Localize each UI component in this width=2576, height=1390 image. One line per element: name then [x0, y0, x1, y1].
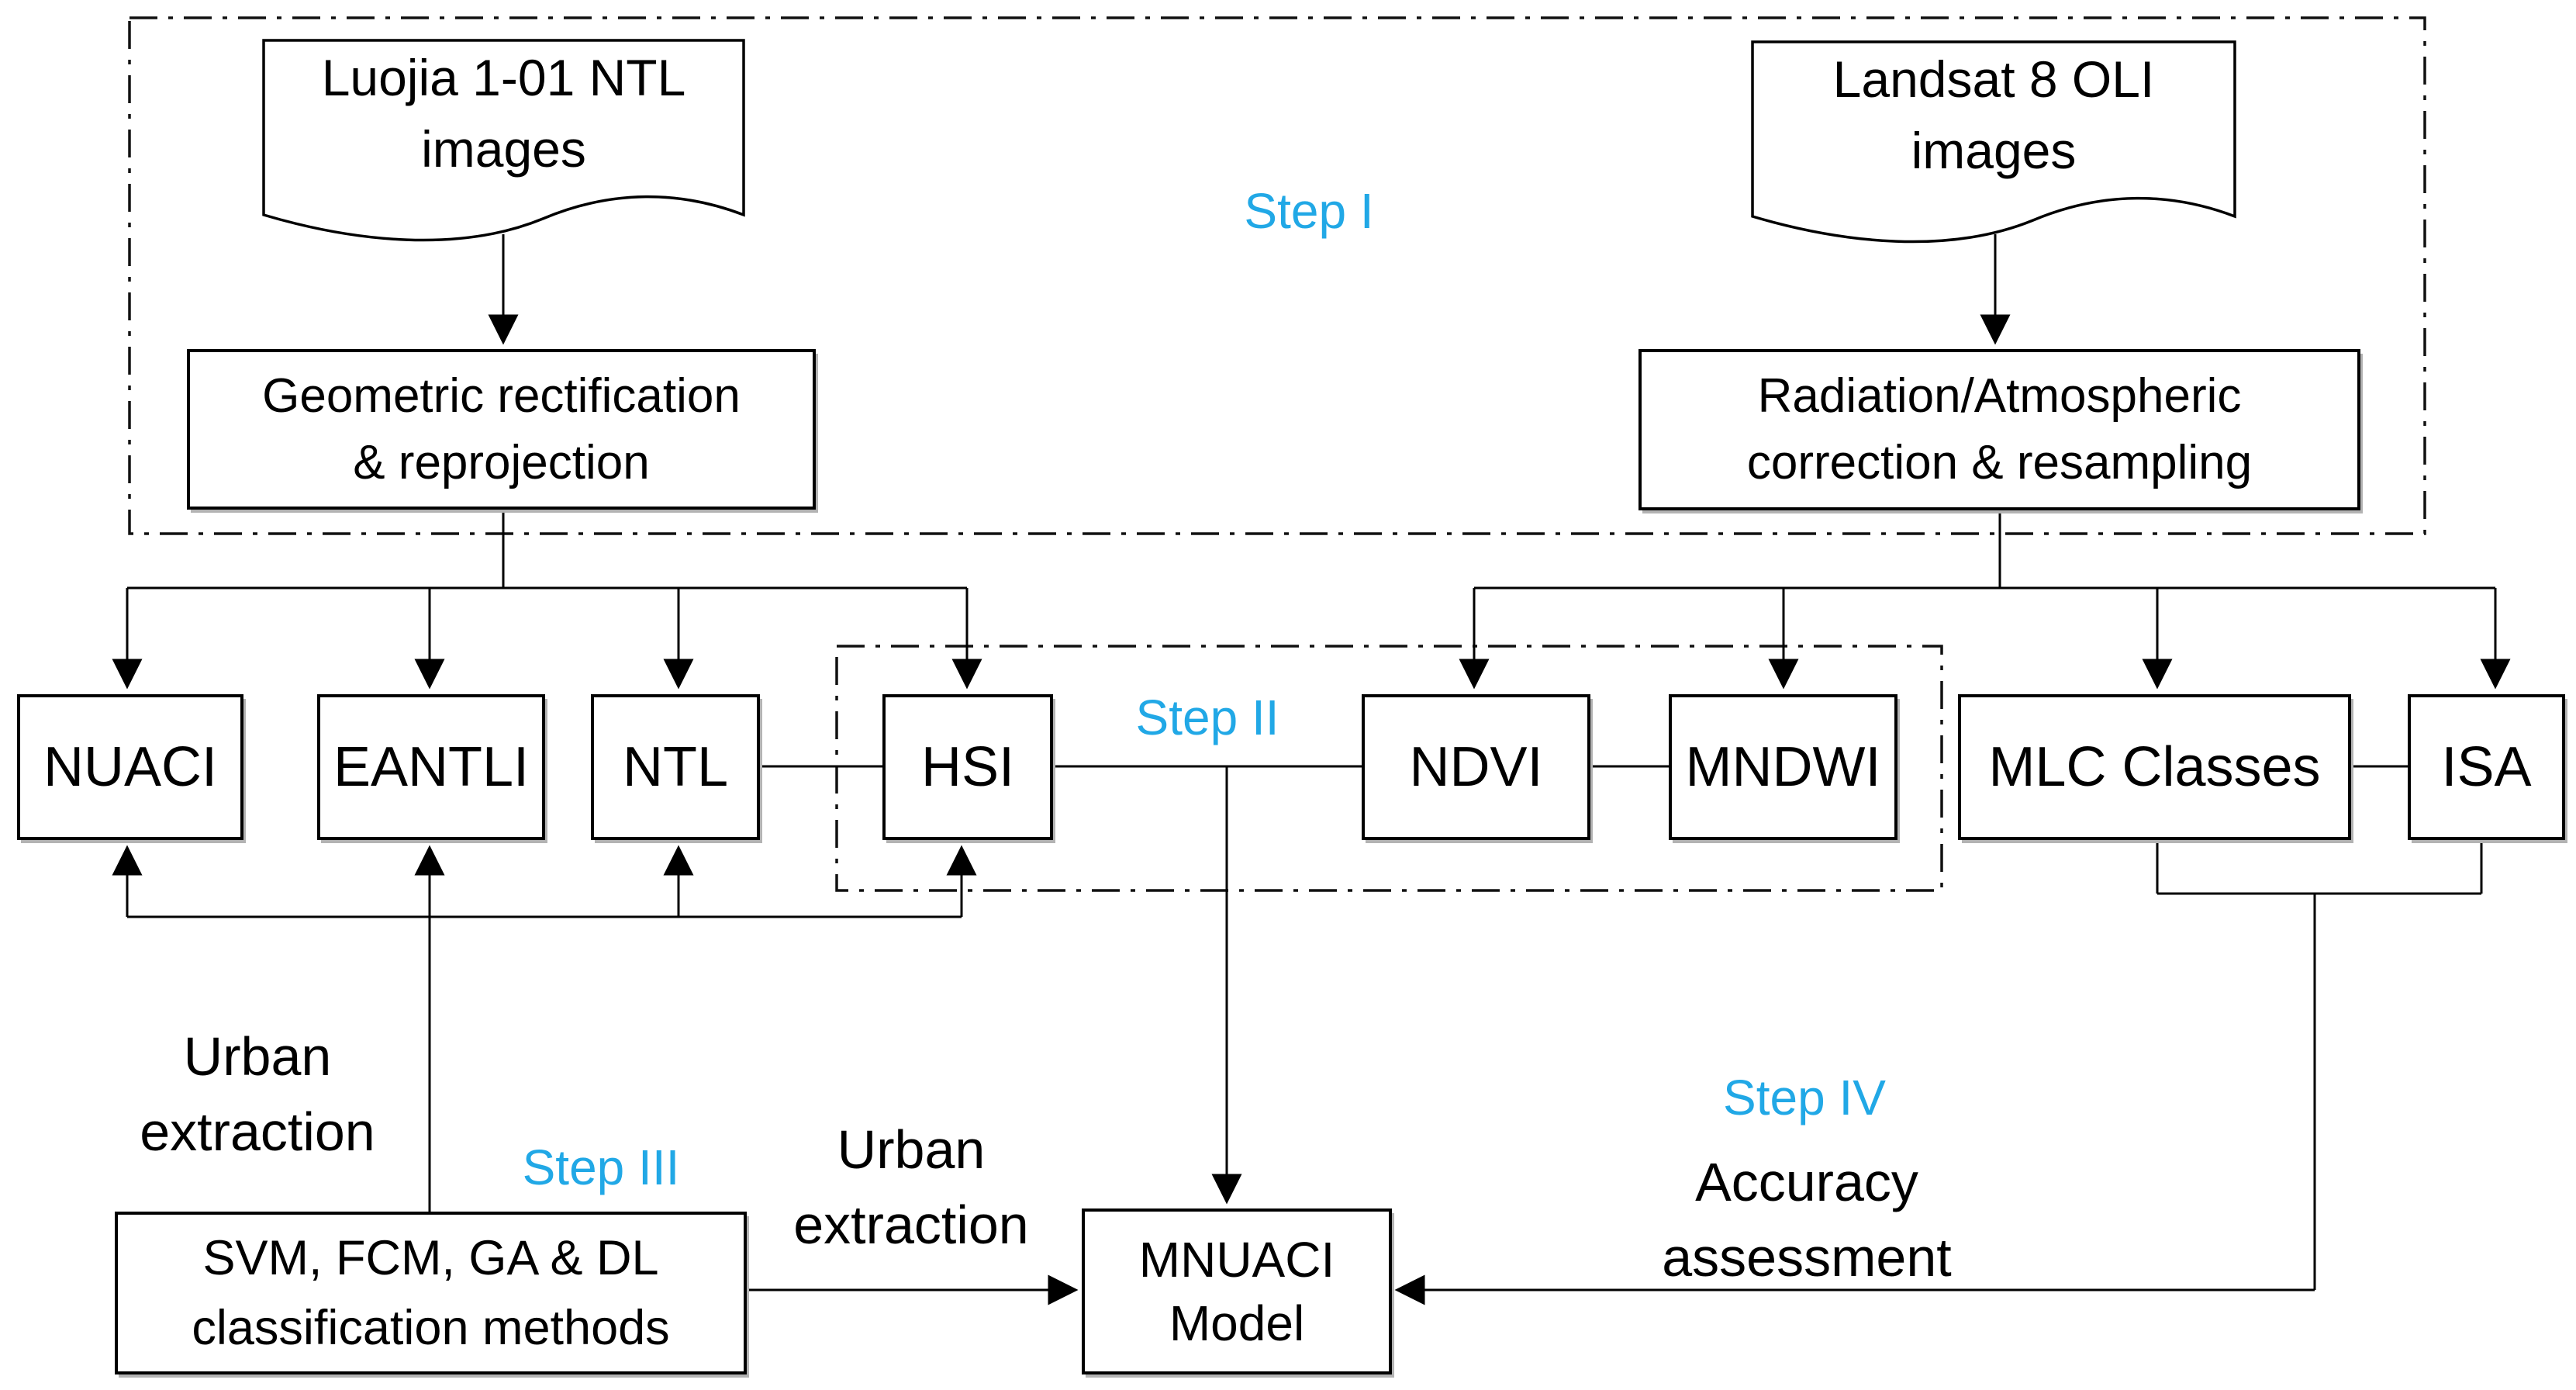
urban-extraction-middle-line1: Urban [837, 1119, 986, 1180]
ndvi-box: NDVI [1362, 694, 1590, 840]
mnuaci-line2: Model [1169, 1295, 1305, 1351]
eantli-label: EANTLI [333, 736, 530, 798]
mlc-classes-box: MLC Classes [1958, 694, 2351, 840]
document-shape [262, 39, 745, 242]
geometric-line1: Geometric rectification [262, 368, 741, 423]
svm-line1: SVM, FCM, GA & DL [202, 1231, 659, 1285]
geometric-line2: & reprojection [353, 435, 650, 489]
luojia-doc-line1: Luojia 1-01 NTL [321, 49, 686, 106]
svm-line2: classification methods [192, 1301, 670, 1355]
nuaci-label: NUACI [43, 736, 217, 798]
step1-region-border [128, 16, 2426, 535]
mnuaci-line1: MNUACI [1138, 1232, 1335, 1288]
luojia-doc-line2: images [421, 120, 586, 178]
mlc-classes-label: MLC Classes [1988, 736, 2321, 798]
urban-extraction-left-line2: extraction [140, 1101, 375, 1162]
ntl-label: NTL [622, 736, 729, 798]
landsat-doc-line1: Landsat 8 OLI [1832, 50, 2155, 108]
accuracy-assessment-line1: Accuracy [1695, 1152, 1918, 1212]
eantli-box: EANTLI [317, 694, 545, 840]
accuracy-assessment-label: Accuracy assessment [1590, 1145, 2024, 1295]
radiation-correction-box: Radiation/Atmospheric correction & resam… [1638, 349, 2360, 510]
landsat-doc-line2: images [1911, 122, 2077, 179]
svm-classification-box: SVM, FCM, GA & DL classification methods [115, 1212, 747, 1374]
isa-label: ISA [2441, 736, 2532, 798]
step2-region-border [835, 645, 1943, 892]
ndvi-label: NDVI [1409, 736, 1543, 798]
mnuaci-model-box: MNUACI Model [1082, 1208, 1392, 1374]
connector-lines [112, 234, 2511, 1305]
luojia-document-node: Luojia 1-01 NTL images [262, 39, 745, 271]
nuaci-box: NUACI [17, 694, 243, 840]
urban-extraction-left-line1: Urban [183, 1026, 332, 1087]
ntl-box: NTL [591, 694, 760, 840]
document-shape [1751, 40, 2236, 244]
landsat-document-node: Landsat 8 OLI images [1751, 40, 2236, 273]
urban-extraction-left-label: Urban extraction [40, 1019, 475, 1170]
hsi-box: HSI [882, 694, 1053, 840]
accuracy-assessment-line2: assessment [1662, 1227, 1952, 1288]
geometric-rectification-box: Geometric rectification & reprojection [187, 349, 816, 510]
radiation-line1: Radiation/Atmospheric [1757, 369, 2242, 423]
hsi-label: HSI [920, 736, 1015, 798]
step-ii-label: Step II [1135, 690, 1279, 745]
mndwi-box: MNDWI [1669, 694, 1897, 840]
urban-extraction-middle-label: Urban extraction [694, 1112, 1128, 1263]
step-iv-label: Step IV [1723, 1070, 1886, 1125]
step-i-label: Step I [1244, 183, 1374, 239]
step-iii-label: Step III [522, 1139, 680, 1195]
radiation-line2: correction & resampling [1746, 436, 2253, 489]
isa-box: ISA [2408, 694, 2565, 840]
mndwi-label: MNDWI [1685, 736, 1881, 798]
urban-extraction-middle-line2: extraction [793, 1195, 1029, 1255]
